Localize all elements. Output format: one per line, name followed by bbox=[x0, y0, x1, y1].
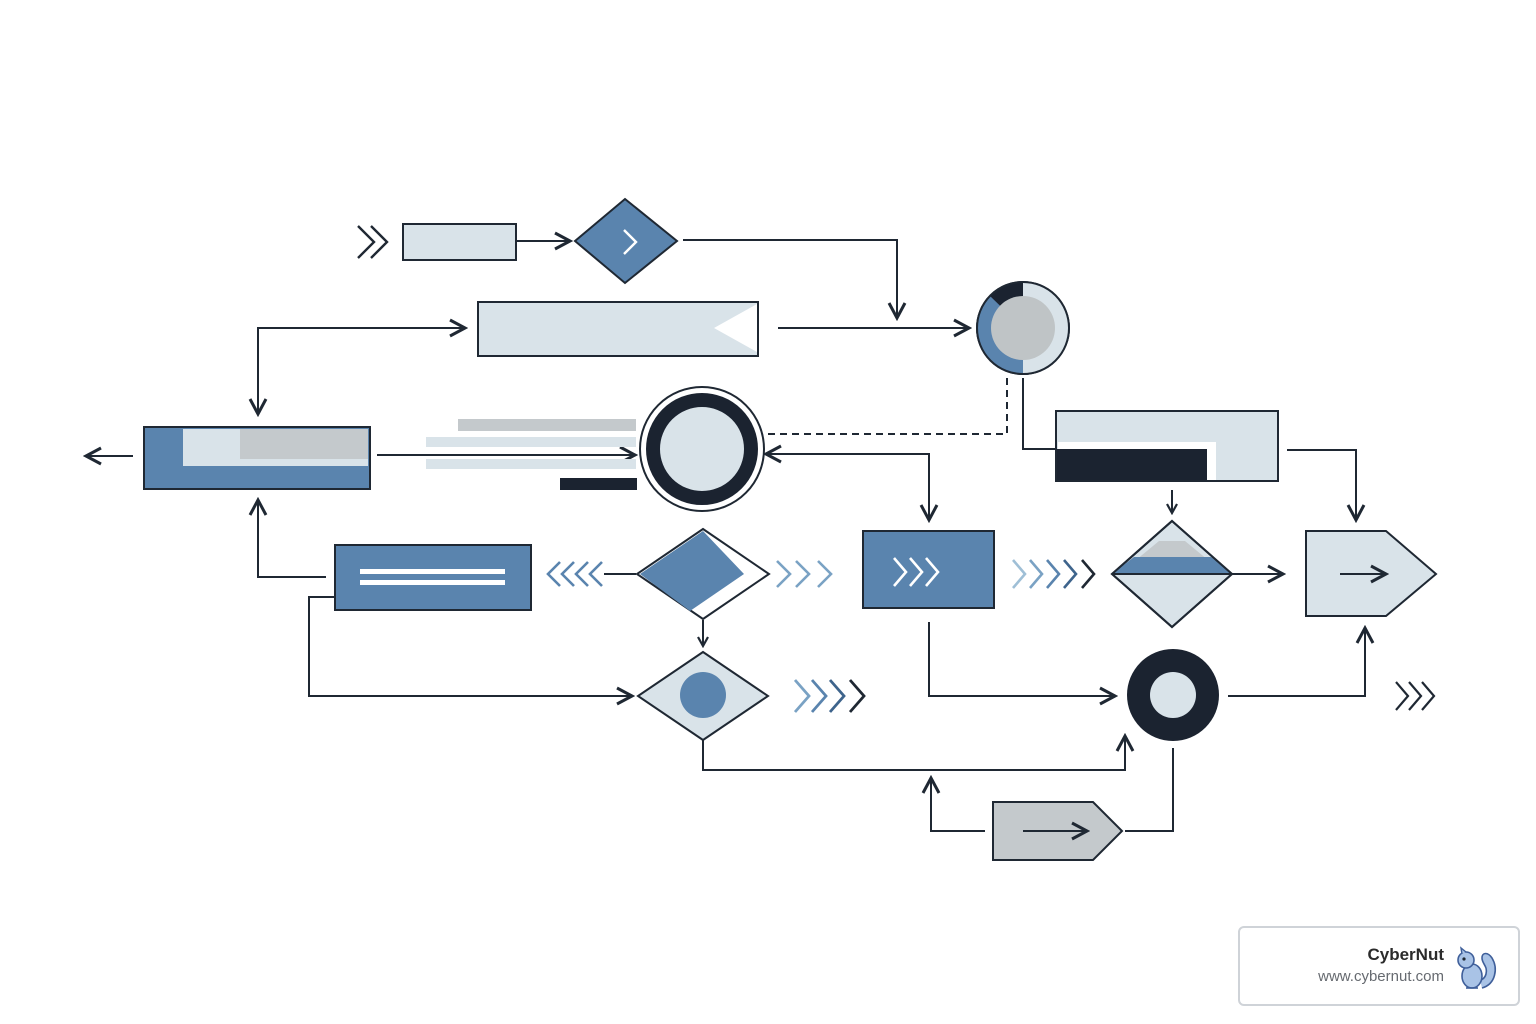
connector-tag-circle2 bbox=[1125, 748, 1174, 832]
connector-diamond1-circle1 bbox=[683, 239, 897, 318]
connector-panel-pentagon bbox=[1287, 449, 1356, 520]
quad-chevron-left-icon bbox=[546, 561, 636, 587]
connector-eye-circle2 bbox=[702, 736, 1125, 771]
target-ring bbox=[639, 386, 765, 512]
chevron-right-icon bbox=[623, 229, 638, 255]
panel-box-right bbox=[1055, 410, 1279, 482]
process-box-blue-bars bbox=[334, 544, 532, 611]
gradient-chevrons-icon bbox=[1012, 559, 1096, 589]
tag-arrow-box bbox=[992, 801, 1124, 861]
process-box-blue-left bbox=[143, 426, 371, 490]
gradient-chevrons-lower-icon bbox=[793, 679, 866, 713]
connector-circle2-pentagon bbox=[1228, 628, 1365, 697]
brand-name: CyberNut bbox=[1367, 945, 1444, 964]
squirrel-mascot-icon bbox=[1457, 946, 1496, 989]
brand-url: www.cybernut.com bbox=[1318, 968, 1444, 985]
decision-diamond-split bbox=[635, 527, 771, 621]
brand-text: CyberNut www.cybernut.com bbox=[1318, 944, 1444, 988]
brand-badge: CyberNut www.cybernut.com bbox=[1238, 926, 1520, 1006]
triple-chevron-icon bbox=[776, 560, 833, 588]
speed-lines bbox=[426, 419, 637, 490]
process-box-start bbox=[402, 223, 517, 261]
donut-circle bbox=[1127, 649, 1219, 741]
connector-loop-to-bar bbox=[257, 328, 465, 412]
connectors bbox=[86, 239, 1365, 832]
gauge-circle bbox=[976, 281, 1070, 375]
eye-diamond bbox=[636, 650, 770, 742]
connector-bluebar-up bbox=[258, 500, 326, 578]
process-box-blue-chevrons bbox=[862, 530, 995, 609]
connector-tag-up bbox=[931, 778, 985, 832]
connector-bluebar-down bbox=[308, 596, 632, 696]
decision-diamond-chevron bbox=[573, 197, 679, 285]
decision-diamond-striped bbox=[1110, 519, 1234, 629]
connector-dashed bbox=[768, 373, 1008, 435]
progress-bar-box bbox=[477, 301, 759, 357]
end-pentagon bbox=[1305, 530, 1438, 617]
start-double-chevron-icon bbox=[357, 225, 389, 259]
connector-loop-bluebox2-circle2 bbox=[928, 622, 1115, 696]
connector-circle1-panel bbox=[1022, 378, 1055, 450]
connector-ring-return bbox=[766, 454, 930, 520]
triple-chevron-end-icon bbox=[1395, 681, 1436, 711]
